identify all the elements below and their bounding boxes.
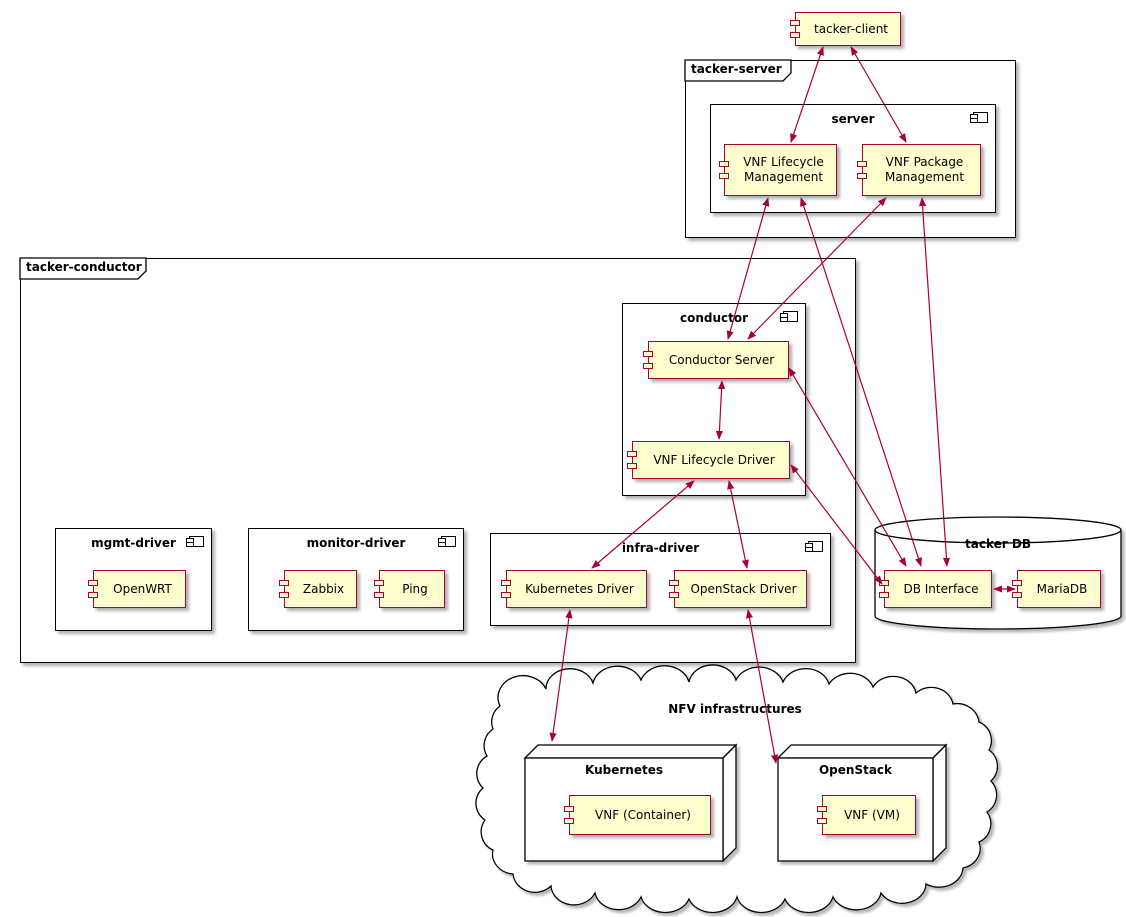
component-port-icon [88,592,98,598]
component-zabbix: Zabbix [279,570,357,608]
component-port-icon [374,580,384,586]
tacker-db-label: tacker DB [965,537,1031,551]
component-port-icon [790,32,800,38]
component-port-icon [643,351,653,357]
component-port-icon [627,451,637,457]
openstack-node-label: OpenStack [818,763,893,777]
component-label: VNF Lifecycle Management [743,155,824,184]
component-port-icon [374,592,384,598]
component-label: Ping [402,581,428,596]
component-port-icon [879,592,889,598]
component-label: Kubernetes Driver [525,581,634,596]
component-label: Zabbix [302,581,345,596]
box-server-title: server [831,112,875,126]
component-label: OpenWRT [113,581,172,596]
component-icon [780,311,798,322]
component-label: MariaDB [1036,581,1088,596]
component-port-icon [790,20,800,26]
component-icon [970,112,988,123]
box-infra-driver-title: infra-driver [621,541,700,555]
nfv-infrastructures-label: NFV infrastructures [668,702,802,716]
component-label: Conductor Server [668,352,775,367]
component-vnf-container: VNF (Container) [564,795,711,835]
component-label: OpenStack Driver [690,581,797,596]
component-vnf-lifecycle-management: VNF Lifecycle Management [719,144,837,196]
component-label: VNF (VM) [844,807,900,822]
component-openstack-driver: OpenStack Driver [669,570,807,608]
component-port-icon [857,161,867,167]
component-port-icon [88,580,98,586]
component-label: DB Interface [903,581,979,596]
box-mgmt-driver-title: mgmt-driver [91,536,176,550]
component-tacker-client: tacker-client [790,12,901,46]
component-port-icon [817,806,827,812]
component-port-icon [719,161,729,167]
component-port-icon [1012,580,1022,586]
package-tab-label-tacker-server: tacker-server [691,62,782,76]
component-vnf-vm: VNF (VM) [817,795,916,835]
component-ping: Ping [374,570,445,608]
component-conductor-server: Conductor Server [643,341,789,379]
component-port-icon [279,580,289,586]
package-tab-label-tacker-conductor: tacker-conductor [26,260,142,274]
component-label: VNF Package Management [884,155,965,184]
component-kubernetes-driver: Kubernetes Driver [501,570,647,608]
component-label: tacker-client [813,21,888,36]
component-port-icon [279,592,289,598]
component-db-interface: DB Interface [879,570,992,608]
component-port-icon [669,580,679,586]
component-port-icon [879,580,889,586]
component-port-icon [501,580,511,586]
component-vnf-package-management: VNF Package Management [857,144,981,196]
component-port-icon [719,173,729,179]
component-icon [805,541,823,552]
component-label: VNF Lifecycle Driver [653,452,775,467]
component-vnf-lifecycle-driver: VNF Lifecycle Driver [627,441,790,479]
component-port-icon [857,173,867,179]
component-openwrt: OpenWRT [88,570,186,608]
component-port-icon [669,592,679,598]
component-port-icon [817,818,827,824]
edge-vnf-package-management-db-interface [918,197,951,567]
component-icon [186,536,204,547]
component-port-icon [564,806,574,812]
box-monitor-driver-title: monitor-driver [306,536,406,550]
kubernetes-node-label: Kubernetes [585,763,663,777]
component-port-icon [564,818,574,824]
component-label: VNF (Container) [595,807,691,822]
box-conductor-title: conductor [679,311,749,325]
component-mariadb: MariaDB [1012,570,1101,608]
component-port-icon [1012,592,1022,598]
component-icon [438,536,456,547]
component-port-icon [501,592,511,598]
component-port-icon [627,463,637,469]
component-port-icon [643,363,653,369]
